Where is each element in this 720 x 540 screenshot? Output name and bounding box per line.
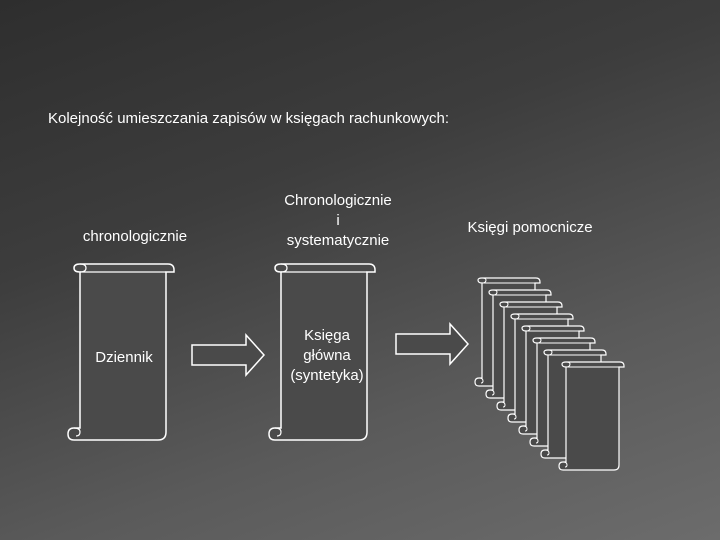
column-label-chronologicznie-systematycznie: Chronologicznie i systematycznie bbox=[260, 191, 416, 251]
scroll-label-line: Księga bbox=[304, 327, 350, 344]
column-label-chronologicznie: chronologicznie bbox=[62, 227, 208, 247]
scroll-label-ksiega-glowna: Księga główna (syntetyka) bbox=[282, 326, 372, 386]
column-label-line: i bbox=[336, 212, 340, 229]
column-label-text: chronologicznie bbox=[82, 228, 188, 245]
scroll-label-line: (syntetyka) bbox=[290, 367, 364, 384]
column-label-text: Księgi pomocnicze bbox=[467, 219, 593, 236]
scroll-stack bbox=[474, 277, 625, 471]
column-label-ksiegi-pomocnicze: Księgi pomocnicze bbox=[440, 218, 620, 238]
scroll-label-text: Dziennik bbox=[95, 349, 153, 366]
right-arrow-icon bbox=[191, 334, 265, 376]
column-label-line: systematycznie bbox=[286, 232, 390, 249]
diagram-heading: Kolejność umieszczania zapisów w księgac… bbox=[48, 110, 450, 127]
scroll-label-dziennik: Dziennik bbox=[84, 348, 164, 368]
right-arrow-icon bbox=[395, 323, 469, 365]
scroll-label-line: główna bbox=[303, 347, 351, 364]
column-label-line: Chronologicznie bbox=[284, 192, 392, 209]
